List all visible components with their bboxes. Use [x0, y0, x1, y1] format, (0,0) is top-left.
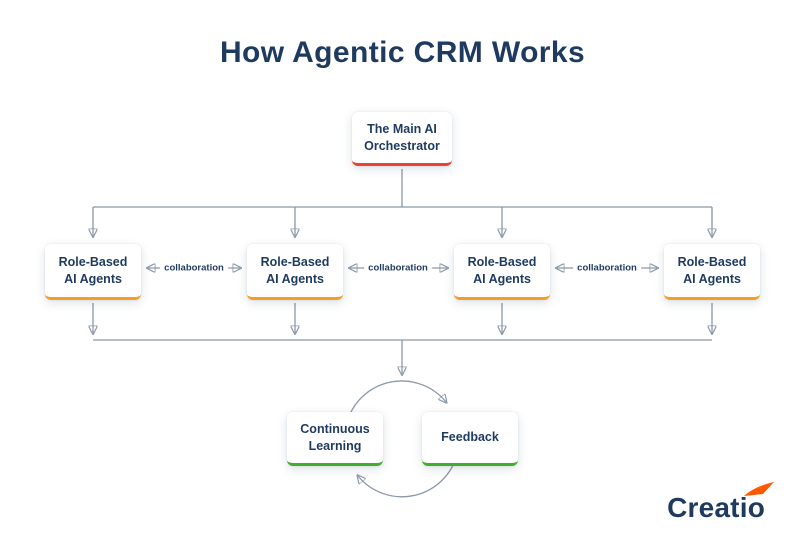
agent-label: Role-Based AI Agents — [467, 255, 537, 286]
creatio-logo-text: Creatio — [667, 492, 765, 523]
orchestrator-label: The Main AI Orchestrator — [364, 122, 440, 153]
agent-box-1: Role-Based AI Agents — [45, 244, 141, 300]
feedback-box: Feedback — [422, 412, 518, 466]
orchestrator-box: The Main AI Orchestrator — [352, 112, 452, 166]
agent-box-3: Role-Based AI Agents — [454, 244, 550, 300]
page-title: How Agentic CRM Works — [219, 36, 586, 69]
collaboration-label-3: collaboration — [573, 261, 641, 275]
agent-label: Role-Based AI Agents — [677, 255, 747, 286]
continuous-learning-box: Continuous Learning — [287, 412, 383, 466]
feedback-label: Feedback — [441, 430, 499, 445]
creatio-logo: Creatio — [667, 482, 774, 524]
collaboration-label-1: collaboration — [160, 261, 228, 275]
agent-box-2: Role-Based AI Agents — [247, 244, 343, 300]
agent-label: Role-Based AI Agents — [260, 255, 330, 286]
cycle-arc-bottom — [358, 457, 457, 498]
agent-box-4: Role-Based AI Agents — [664, 244, 760, 300]
creatio-plane-icon — [744, 482, 774, 496]
cycle-arc-top — [347, 380, 446, 420]
agent-label: Role-Based AI Agents — [58, 255, 128, 286]
continuous-learning-label: Continuous Learning — [300, 422, 370, 453]
collaboration-label-2: collaboration — [364, 261, 432, 275]
